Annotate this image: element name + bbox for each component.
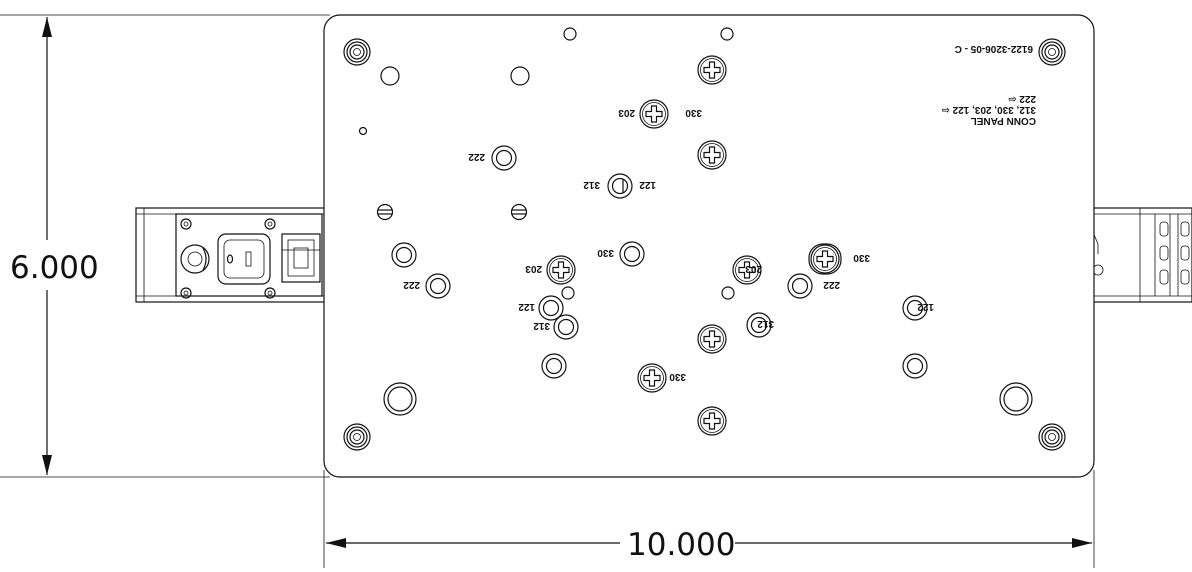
- callout-label: 122: [518, 301, 535, 312]
- callout-label: 222: [403, 279, 420, 290]
- callout-label: 330: [669, 371, 686, 382]
- panel-part-number: 6122-3206-05 - C: [955, 43, 1033, 54]
- svg-text:6122-3206-05 - C: 6122-3206-05 - C: [955, 43, 1033, 54]
- width-dimension-label: 10.000: [627, 527, 735, 563]
- callout-label: 122: [639, 179, 656, 190]
- callout-label: 203: [745, 263, 762, 274]
- callout-label: 222: [823, 279, 840, 290]
- callout-label: 203: [525, 263, 542, 274]
- note-line-2: 312, 330, 203, 122 ⇦: [941, 104, 1036, 115]
- callout-label: 312: [757, 318, 774, 329]
- note-line-3: 222 ⇦: [1008, 93, 1036, 104]
- callout-label: 312: [533, 320, 550, 331]
- right-rail-assembly: [1091, 207, 1192, 303]
- slotted-hole: [376, 203, 394, 221]
- width-dimension: 10.000: [323, 470, 1095, 568]
- callout-label: 330: [853, 252, 870, 263]
- callout-label: 122: [917, 301, 934, 312]
- callout-label: 222: [468, 151, 485, 162]
- panel-notes: 222 ⇦ 312, 330, 203, 122 ⇦ CONN PANEL: [941, 93, 1036, 126]
- callout-label: 312: [583, 179, 600, 190]
- height-dimension: 6.000: [0, 14, 330, 478]
- connector-housing: [217, 233, 271, 285]
- callout-label: 330: [597, 247, 614, 258]
- slotted-hole: [510, 203, 528, 221]
- clearance-hole-icon: [607, 173, 633, 199]
- slotted-screw-icon: [808, 243, 842, 275]
- callout-label: 330: [685, 107, 702, 118]
- note-line-1: CONN PANEL: [971, 115, 1036, 126]
- connector-panel-plate: [323, 14, 1095, 478]
- callout-label: 203: [618, 107, 635, 118]
- hole-callouts: 203 330 222 312 122 330 203 222 122 312 …: [403, 107, 934, 382]
- height-dimension-label: 6.000: [10, 250, 99, 286]
- left-rail-assembly: [135, 207, 327, 303]
- mounting-holes: [358, 27, 735, 300]
